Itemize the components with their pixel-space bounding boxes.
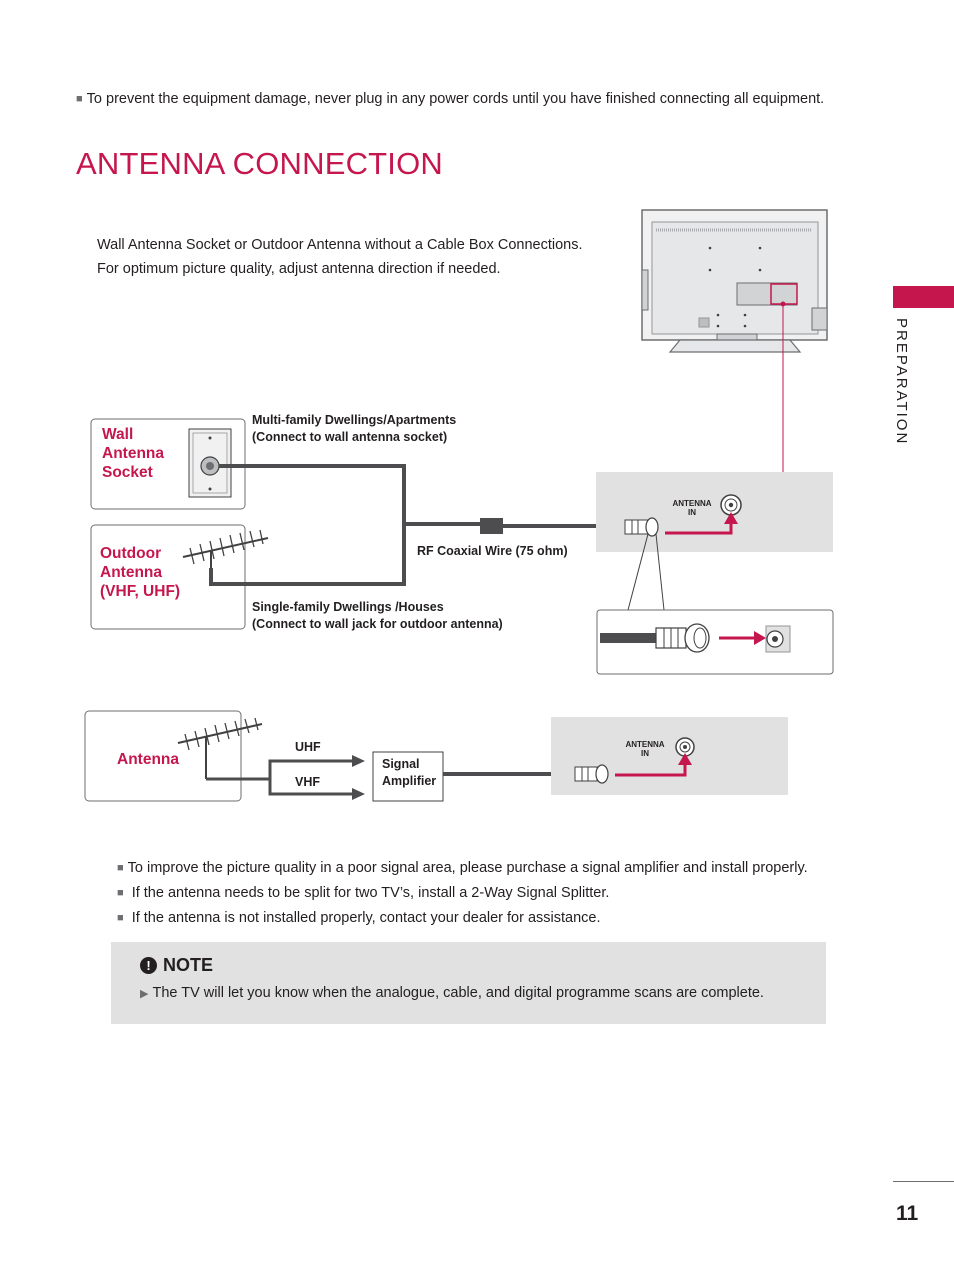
uhf-label: UHF xyxy=(295,740,321,754)
list-item: ■ If the antenna needs to be split for t… xyxy=(117,885,610,901)
bullet-square-icon: ■ xyxy=(117,862,124,874)
note-heading: ! NOTE xyxy=(140,955,213,976)
page-number: 11 xyxy=(896,1202,919,1225)
coax-cable-routing xyxy=(209,464,625,586)
section-tab-marker xyxy=(893,286,954,308)
bullet-square-icon: ■ xyxy=(76,93,83,105)
note-heading-text: NOTE xyxy=(163,955,214,975)
antenna-in-panel-1 xyxy=(596,472,833,552)
triangle-bullet-icon: ▶ xyxy=(140,988,149,1000)
cable-coupler xyxy=(480,518,503,534)
vhf-label: VHF xyxy=(295,775,320,789)
signal-amplifier-label: Signal Amplifier xyxy=(382,757,437,788)
wall-socket-box xyxy=(90,418,246,510)
antenna-label: Antenna xyxy=(117,751,179,768)
section-tab-label: PREPARATION xyxy=(893,318,921,448)
rf-coax-label: RF Coaxial Wire (75 ohm) xyxy=(417,544,568,558)
antenna-in-label-2: ANTENNA IN xyxy=(625,740,665,758)
antenna-in-label-1: ANTENNA IN xyxy=(672,499,712,517)
single-family-label: Single-family Dwellings /Houses (Connect… xyxy=(252,600,503,631)
intro-line-2: For optimum picture quality, adjust ante… xyxy=(97,261,501,277)
exclamation-icon: ! xyxy=(140,957,157,974)
page-number-rule xyxy=(893,1181,954,1182)
antenna-in-panel-2 xyxy=(551,717,788,795)
connector-zoom-callout xyxy=(596,533,834,675)
tv-back-illustration xyxy=(641,209,828,472)
antenna-box-2 xyxy=(84,710,263,802)
bullet-square-icon: ■ xyxy=(117,887,124,899)
wall-socket-label: Wall Antenna Socket xyxy=(102,426,164,481)
uhf-arrow-icon xyxy=(352,755,365,767)
list-item: ■ If the antenna is not installed proper… xyxy=(117,910,601,926)
bullet-square-icon: ■ xyxy=(117,912,124,924)
note-panel xyxy=(111,942,826,1024)
vhf-arrow-icon xyxy=(352,788,365,800)
outdoor-antenna-box xyxy=(90,524,269,630)
tips-list: ■To improve the picture quality in a poo… xyxy=(117,856,808,931)
top-warning-note: ■To prevent the equipment damage, never … xyxy=(76,91,824,107)
multi-family-label: Multi-family Dwellings/Apartments (Conne… xyxy=(252,413,457,444)
section-tab-text: PREPARATION xyxy=(893,318,910,446)
top-warning-text: To prevent the equipment damage, never p… xyxy=(86,91,825,107)
page-title: ANTENNA CONNECTION xyxy=(76,146,444,181)
note-body: ▶The TV will let you know when the analo… xyxy=(140,985,764,1001)
outdoor-antenna-label: Outdoor Antenna (VHF, UHF) xyxy=(100,545,181,600)
signal-amplifier-box xyxy=(372,751,444,802)
uhf-vhf-fork xyxy=(206,759,355,796)
list-item: ■To improve the picture quality in a poo… xyxy=(117,860,808,876)
note-body-text: The TV will let you know when the analog… xyxy=(152,985,764,1001)
intro-text: Wall Antenna Socket or Outdoor Antenna w… xyxy=(97,233,583,281)
intro-line-1: Wall Antenna Socket or Outdoor Antenna w… xyxy=(97,237,583,253)
